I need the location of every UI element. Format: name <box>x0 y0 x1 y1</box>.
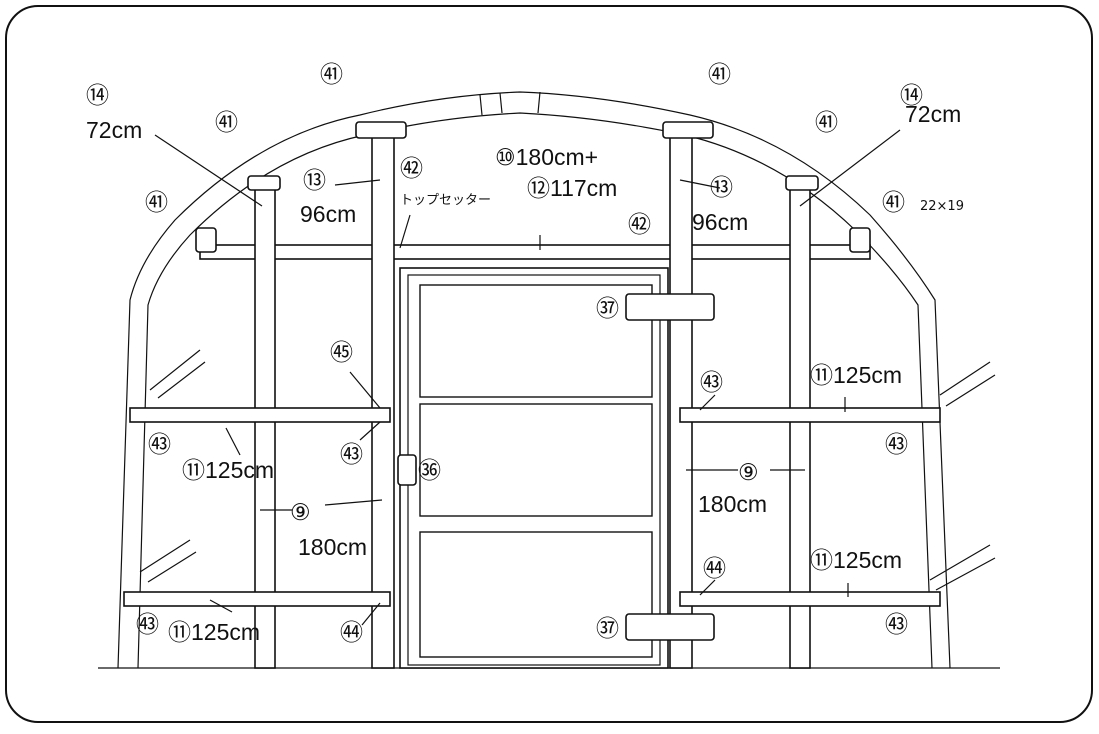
label-p42-left: ㊷ <box>400 156 423 181</box>
part-labels: ⑭ 72cm ㊶ ㊶ ㊶ ㊶ ㊶ ㊶ 22×19 ⑭ 72cm ⑬ 96cm ㊷… <box>86 62 964 645</box>
label-p13-right-length: 96cm <box>692 209 748 235</box>
label-p44-right: ㊹ <box>703 556 726 581</box>
label-p12: ⑫117cm <box>527 175 617 201</box>
arch-pipe <box>117 91 951 669</box>
label-p13-left-length: 96cm <box>300 201 356 227</box>
label-p42-left-name: トップセッター <box>400 193 491 208</box>
label-p37-top: ㊲ <box>596 296 619 321</box>
label-p41-size: 22×19 <box>920 199 964 214</box>
leader-lines <box>154 129 901 626</box>
label-p14-left: ⑭ <box>86 83 109 108</box>
label-p43-left-b: ㊸ <box>340 442 363 467</box>
label-p10: ⑩180cm+ <box>495 144 598 170</box>
vertical-poles <box>254 124 811 669</box>
label-p9-left-length: 180cm <box>298 534 367 560</box>
label-p43-left-a: ㊸ <box>148 432 171 457</box>
label-p9-left: ⑨ <box>290 500 311 525</box>
label-p11-right-bot: ⑪125cm <box>810 547 902 573</box>
label-p41-a: ㊶ <box>215 110 238 135</box>
label-p11-left-mid: ⑪125cm <box>182 457 274 483</box>
label-p14-right: ⑭ <box>900 83 923 108</box>
label-p13-left: ⑬ <box>303 168 326 193</box>
label-p9-right: ⑨ <box>738 460 759 485</box>
label-p43-right-a: ㊸ <box>700 370 723 395</box>
top-crossbar <box>199 244 871 260</box>
label-p41-b: ㊶ <box>320 62 343 87</box>
label-p9-right-length: 180cm <box>698 491 767 517</box>
side-braces <box>139 349 996 591</box>
label-p14-right-length: 72cm <box>905 101 961 127</box>
label-p41-f: ㊶ <box>882 190 905 215</box>
label-p11-left-bot: ⑪125cm <box>168 619 260 645</box>
horizontal-bars <box>123 407 941 607</box>
label-p41-d: ㊶ <box>708 62 731 87</box>
label-p37-bottom: ㊲ <box>596 616 619 641</box>
label-p13-right: ⑬ <box>710 175 733 200</box>
label-p43-left-c: ㊸ <box>136 612 159 637</box>
pole-top-fittings <box>195 121 871 253</box>
label-p14-left-length: 72cm <box>86 117 142 143</box>
label-p44-left: ㊹ <box>340 620 363 645</box>
door <box>397 267 715 669</box>
label-p42-right: ㊷ <box>628 212 651 237</box>
label-p43-right-c: ㊸ <box>885 612 908 637</box>
label-p36: ㊱ <box>418 458 441 483</box>
label-p41-e: ㊶ <box>815 110 838 135</box>
label-p43-right-b: ㊸ <box>885 432 908 457</box>
label-p41-c: ㊶ <box>145 190 168 215</box>
label-p45: ㊺ <box>330 340 353 365</box>
label-p11-right-mid: ⑪125cm <box>810 362 902 388</box>
